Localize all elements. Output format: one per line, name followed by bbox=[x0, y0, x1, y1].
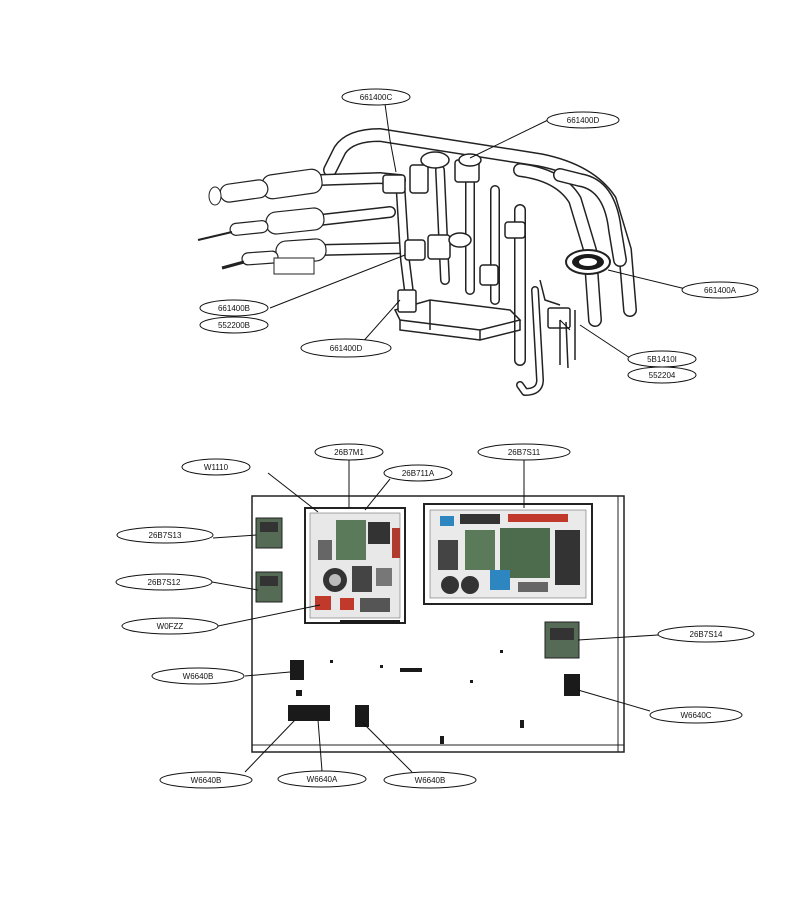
callout-label: 661400D bbox=[330, 344, 363, 353]
capillary-tubes bbox=[539, 279, 576, 369]
callout-26b7s11: 26B7S11 bbox=[477, 443, 571, 461]
callout-w1110: W1110 bbox=[181, 458, 251, 476]
callout-label: 26B711A bbox=[402, 469, 435, 478]
callout-label: 26B7S14 bbox=[690, 630, 723, 639]
callout-w0fzz: W0FZZ bbox=[121, 617, 219, 635]
callout-w6640b-bottom-right: W6640B bbox=[383, 771, 477, 789]
callout-label: 26B7S12 bbox=[148, 578, 181, 587]
callout-661400d-top: 661400D bbox=[546, 111, 620, 129]
callout-552200b: 552200B bbox=[199, 316, 269, 334]
callout-661400d-bottom: 661400D bbox=[300, 338, 392, 358]
main-pcb bbox=[304, 507, 406, 624]
callout-label: 661400B bbox=[218, 304, 250, 313]
callout-5b1410i: 5B1410I bbox=[627, 350, 697, 368]
return-pipe-frame bbox=[323, 128, 637, 327]
solenoid-coil bbox=[565, 249, 611, 275]
callout-661400b: 661400B bbox=[199, 299, 269, 317]
callout-label: 552200B bbox=[218, 321, 250, 330]
left-service-pipes bbox=[197, 168, 416, 275]
right-small-board bbox=[544, 621, 580, 659]
callout-label: W6640B bbox=[191, 776, 222, 785]
callout-label: 26B7S13 bbox=[149, 531, 182, 540]
header-pipes bbox=[395, 165, 544, 396]
callout-w6640b-bottom-left: W6640B bbox=[159, 771, 253, 789]
callout-label: W1110 bbox=[204, 463, 229, 472]
callout-label: 26B7M1 bbox=[334, 448, 364, 457]
callout-label: W6640A bbox=[307, 775, 338, 784]
valve-group bbox=[382, 151, 571, 329]
callout-w6640b-left: W6640B bbox=[151, 667, 245, 685]
control-box bbox=[251, 495, 625, 753]
bottom-callouts: W1110 26B7M1 26B711A 26B7S11 26B7S13 26B… bbox=[115, 443, 755, 789]
left-edge-boards bbox=[255, 517, 283, 603]
callout-label: W0FZZ bbox=[157, 622, 184, 631]
callout-label: 26B7S11 bbox=[508, 448, 541, 457]
callout-label: 661400C bbox=[360, 93, 393, 102]
top-callouts: 661400C 661400D 661400B 552200B 661400D … bbox=[199, 88, 759, 384]
callout-26b7s12: 26B7S12 bbox=[115, 573, 213, 591]
inverter-pcb bbox=[423, 503, 593, 605]
callout-label: W6640B bbox=[183, 672, 214, 681]
callout-label: 552204 bbox=[649, 371, 676, 380]
callout-661400a: 661400A bbox=[681, 281, 759, 299]
callout-label: W6640C bbox=[680, 711, 711, 720]
terminal-blocks bbox=[288, 620, 580, 744]
callout-26b7s14: 26B7S14 bbox=[657, 625, 755, 643]
callout-label: W6640B bbox=[415, 776, 446, 785]
callout-26b7s13: 26B7S13 bbox=[116, 526, 214, 544]
callout-label: 661400D bbox=[567, 116, 600, 125]
callout-26b7m1: 26B7M1 bbox=[314, 443, 384, 461]
callout-label: 661400A bbox=[704, 286, 737, 295]
leader-lines bbox=[211, 103, 691, 773]
callout-label: 5B1410I bbox=[647, 355, 677, 364]
callout-w6640a: W6640A bbox=[277, 770, 367, 788]
piping-assembly bbox=[197, 128, 637, 396]
base-frame bbox=[393, 299, 522, 341]
callout-26b711a: 26B711A bbox=[383, 464, 453, 482]
callout-661400c-top: 661400C bbox=[341, 88, 411, 106]
callout-w6640c: W6640C bbox=[649, 706, 743, 724]
callout-552204: 552204 bbox=[627, 366, 697, 384]
